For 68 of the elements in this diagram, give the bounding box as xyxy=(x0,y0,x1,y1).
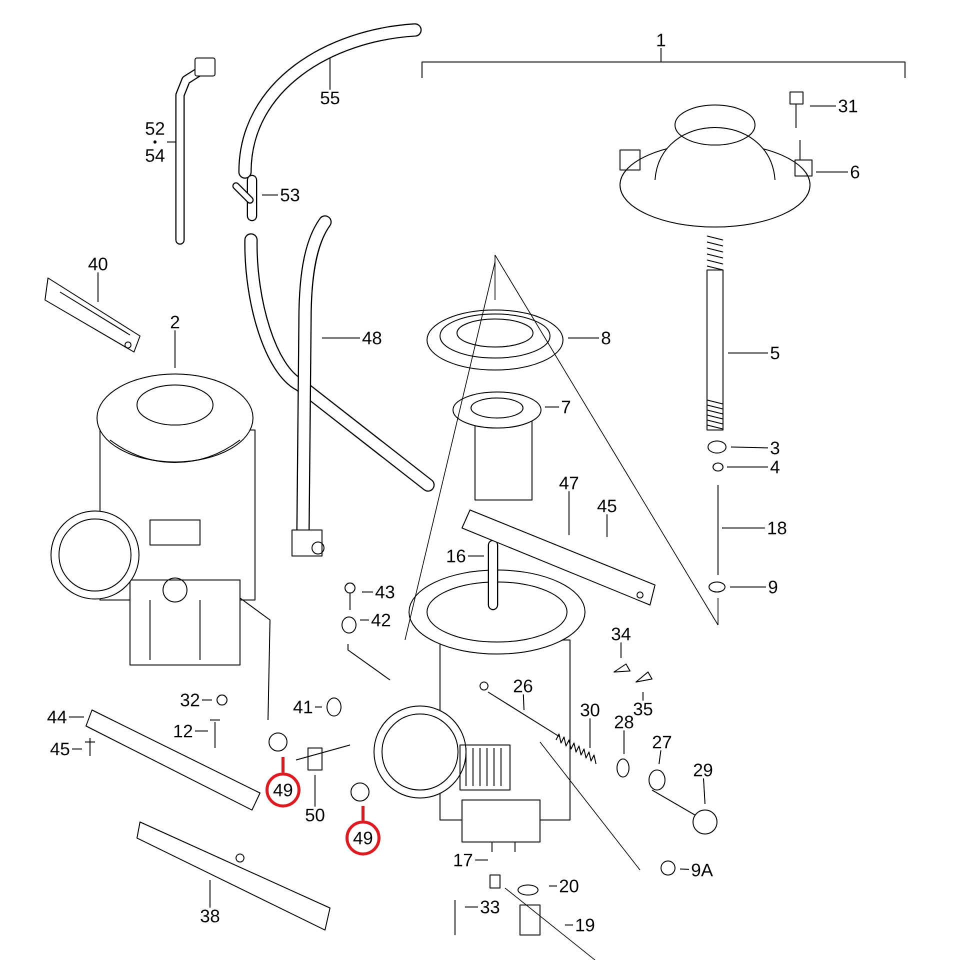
callout-number: 6 xyxy=(850,166,860,178)
callout-number: 35 xyxy=(634,702,652,716)
callout-number: 31 xyxy=(838,100,858,112)
leader-line xyxy=(464,906,478,908)
leader-line xyxy=(730,586,766,588)
leader-line xyxy=(68,716,84,718)
callout-number: 47 xyxy=(559,476,578,490)
leader-line xyxy=(174,330,176,368)
leader-line xyxy=(703,778,706,804)
leader-line xyxy=(606,514,608,538)
callout-number: 45 xyxy=(50,742,70,756)
callout-number: 9A xyxy=(692,864,713,876)
callout-number: 41 xyxy=(293,700,312,714)
callout-number: 8 xyxy=(602,332,610,344)
leader-line xyxy=(282,757,284,772)
callout-number: 52 54 xyxy=(146,122,164,162)
callout-number: 27 xyxy=(652,736,672,748)
callout-number: 44 xyxy=(47,710,66,724)
callout-number: 3 xyxy=(770,442,780,454)
callout-number: 26 xyxy=(514,680,532,692)
leader-line xyxy=(728,352,768,354)
callout-number: 16 xyxy=(447,550,466,562)
leader-line xyxy=(568,490,570,536)
callout-number: 20 xyxy=(560,880,578,892)
callout-number: 29 xyxy=(694,764,712,776)
callout-number: 7 xyxy=(562,400,570,414)
leader-line xyxy=(72,748,82,750)
leader-line xyxy=(474,860,488,861)
leader-line xyxy=(262,194,278,196)
callout-number: 9 xyxy=(768,580,778,594)
circled-callout-number: 49 xyxy=(346,820,381,856)
callout-number: 2 xyxy=(170,316,180,328)
callout-number: 50 xyxy=(306,808,324,822)
callout-number: 43 xyxy=(375,586,394,598)
callout-number: 17 xyxy=(454,854,472,866)
callout-number: 12 xyxy=(174,724,192,738)
leader-line xyxy=(362,806,364,820)
leader-line xyxy=(658,750,662,764)
callout-number: 4 xyxy=(770,460,780,474)
leader-line xyxy=(620,642,622,658)
callout-number: 33 xyxy=(480,900,500,914)
leader-line xyxy=(680,868,690,870)
leader-line xyxy=(314,706,322,708)
circled-callout-number: 49 xyxy=(266,772,301,808)
callout-number: 34 xyxy=(612,628,630,640)
callout-number: 18 xyxy=(768,522,786,534)
leader-line xyxy=(548,886,558,887)
callout-number: 5 xyxy=(770,346,780,360)
callout-number: 32 xyxy=(180,694,200,706)
callout-number: 38 xyxy=(200,910,220,922)
callout-number: 19 xyxy=(576,918,594,932)
callout-number: 40 xyxy=(88,258,108,270)
callout-number: 53 xyxy=(280,188,300,202)
leader-line xyxy=(522,694,524,710)
leader-line xyxy=(642,692,644,702)
callout-number: 45 xyxy=(597,500,616,512)
callout-number: 28 xyxy=(614,716,634,728)
leader-line xyxy=(314,774,316,808)
callout-number: 1 xyxy=(657,34,666,46)
callout-number: 48 xyxy=(362,332,382,344)
leader-line xyxy=(194,730,208,732)
callout-number: 30 xyxy=(580,704,600,716)
leader-line xyxy=(726,466,768,468)
callout-number: 42 xyxy=(371,614,390,626)
leader-line xyxy=(564,924,574,926)
callout-number: 55 xyxy=(320,92,340,104)
leader-line xyxy=(730,446,768,448)
leader-line xyxy=(544,406,560,408)
